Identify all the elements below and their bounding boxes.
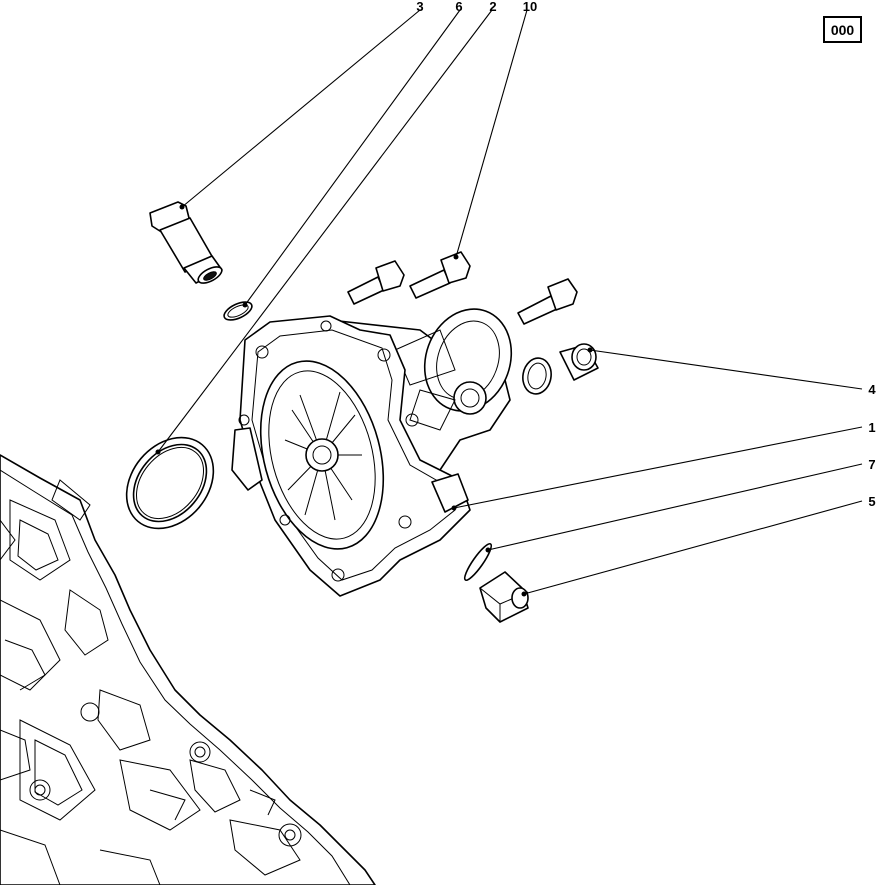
- bolt-right: [517, 278, 578, 325]
- figure-code: 000: [831, 22, 855, 38]
- callout-3: 3: [416, 0, 423, 14]
- callout-2: 2: [489, 0, 496, 14]
- drain-fitting: [479, 571, 529, 623]
- small-o-ring: [223, 301, 253, 321]
- flat-seal-washer: [522, 357, 552, 395]
- thin-o-ring: [463, 542, 493, 582]
- sleeve-fitting: [149, 201, 223, 284]
- callout-5: 5: [868, 494, 875, 509]
- bolt-middle: [409, 251, 471, 299]
- callout-labels: 3 6 2 10 4 1 7 5: [416, 0, 876, 509]
- leader-lines: [155, 9, 863, 597]
- callout-4: 4: [868, 382, 876, 397]
- engine-block-housing: [0, 454, 376, 885]
- large-seal-ring: [125, 436, 215, 530]
- callout-1: 1: [868, 420, 875, 435]
- water-pump-assembly: [231, 308, 513, 597]
- figure-code-badge: 000: [823, 16, 862, 43]
- callout-6: 6: [455, 0, 462, 14]
- callout-7: 7: [868, 457, 875, 472]
- callout-10: 10: [523, 0, 537, 14]
- bolt-left: [347, 260, 405, 305]
